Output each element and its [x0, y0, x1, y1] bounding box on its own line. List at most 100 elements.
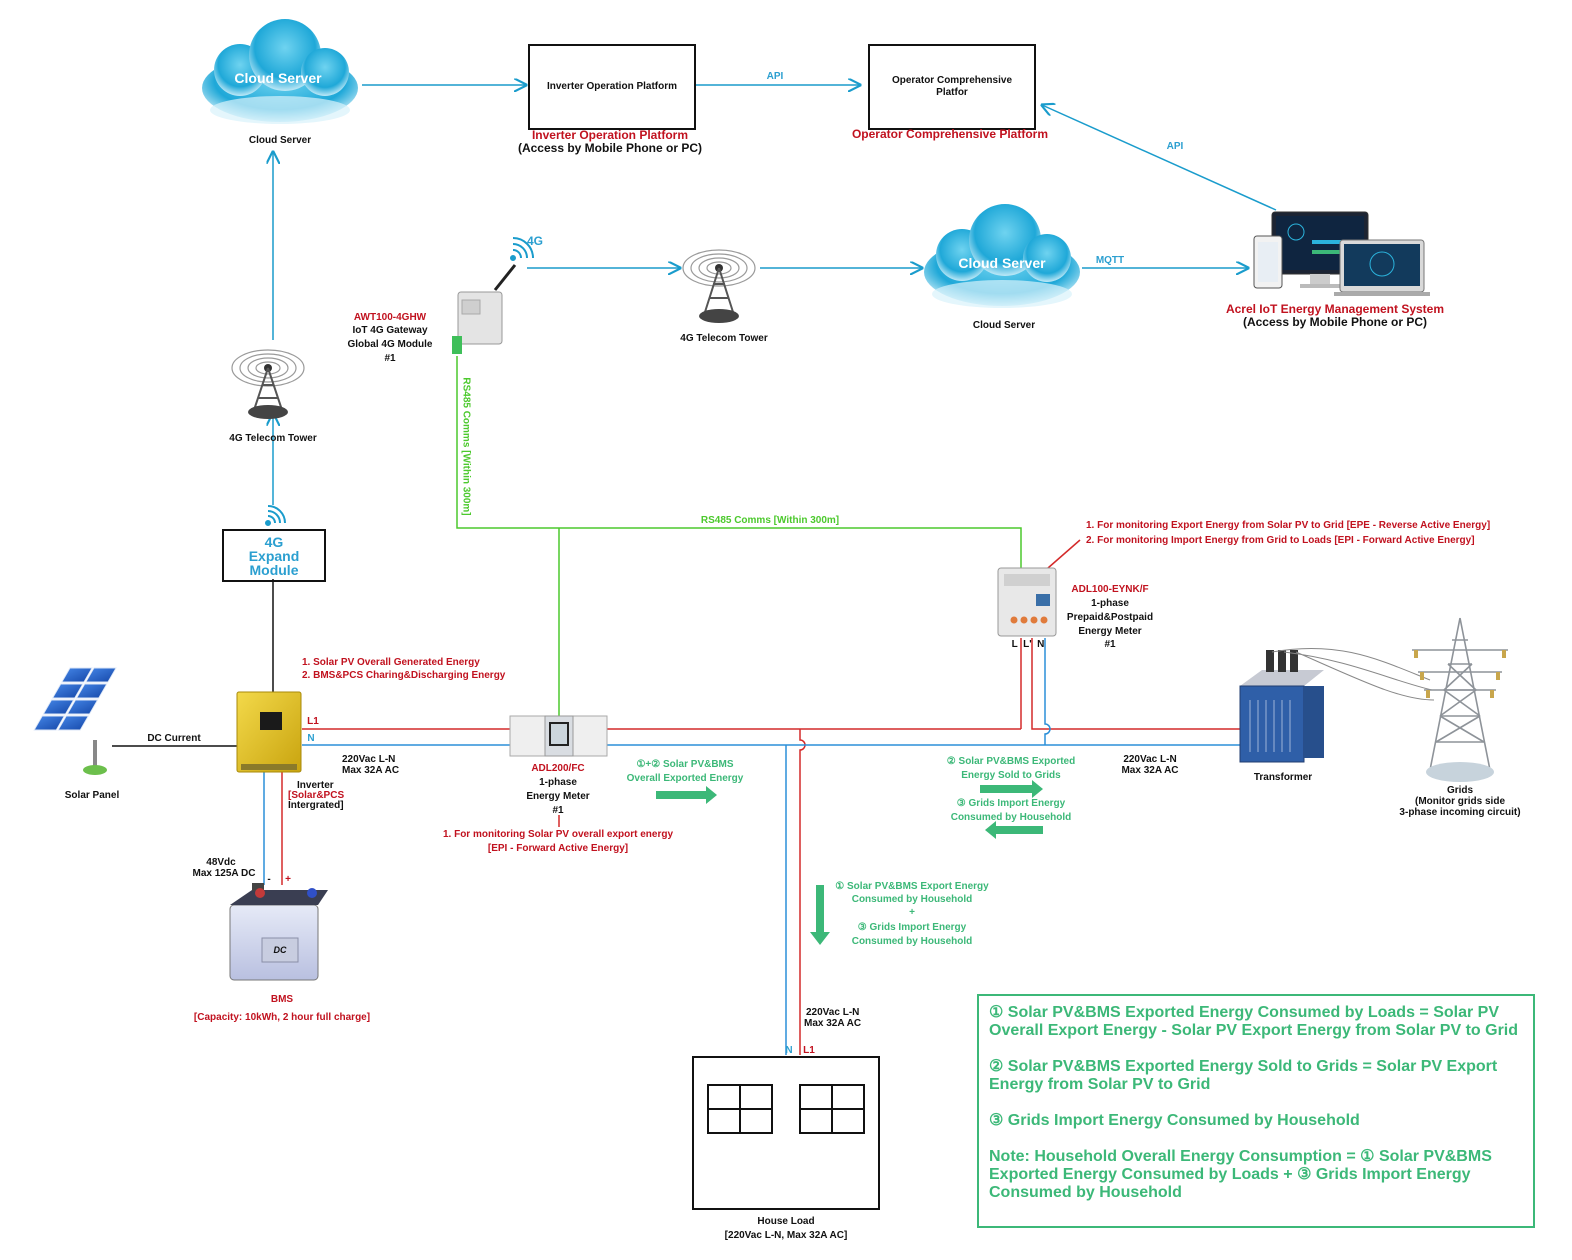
- operator-platform-box: Operator Comprehensive Platfor: [868, 44, 1036, 130]
- gateway-line2: Global 4G Module: [347, 339, 433, 350]
- battery-plus-label: +: [285, 874, 291, 885]
- inverter-platform-box: Inverter Operation Platform: [528, 44, 696, 130]
- house-n-label: N: [785, 1045, 793, 1056]
- ac-left-line1: 220Vac L-N: [342, 754, 396, 765]
- expand-module-line1: 4G: [264, 533, 284, 550]
- expand-module-line3: Module: [249, 561, 299, 578]
- adl100-line3: Energy Meter: [1078, 626, 1142, 637]
- inverter-platform-box-label: Inverter Operation Platform: [546, 81, 678, 92]
- solar-panel-icon: [33, 667, 117, 775]
- formula-p2: ② Solar PV&BMS Exported Energy Sold to G…: [989, 1058, 1498, 1093]
- formula-p1: ① Solar PV&BMS Exported Energy Consumed …: [989, 1004, 1519, 1039]
- adl200-line3: #1: [552, 805, 564, 816]
- telecom-tower-mid-icon: [682, 249, 756, 323]
- formula-p4: Note: Household Overall Energy Consumpti…: [989, 1148, 1492, 1201]
- cloud-server-top-name: Cloud Server: [234, 70, 322, 86]
- house-l1-label: L1: [803, 1045, 815, 1056]
- cloud-server-top-caption: Cloud Server: [248, 135, 312, 146]
- battery-icon: [229, 883, 328, 981]
- flow-arrow-import: [985, 821, 1043, 839]
- operator-platform-title: Operator Comprehensive Platform: [851, 127, 1049, 141]
- inverter-line1: Inverter: [297, 780, 334, 791]
- rs485-horizontal-label: RS485 Comms [Within 300m]: [700, 515, 840, 526]
- adl200-meter-icon: [509, 715, 608, 757]
- gateway-line1: IoT 4G Gateway: [352, 325, 428, 336]
- wifi-gateway-icon: [510, 237, 534, 261]
- grids-line1: Grids: [1446, 785, 1474, 796]
- formula-p3: ③ Grids Import Energy Consumed by Househ…: [989, 1112, 1360, 1129]
- ems-devices-icon: [1253, 211, 1430, 296]
- flow-export-line2: Overall Exported Energy: [626, 773, 744, 784]
- flow-export-line1: ①+② Solar PV&BMS: [636, 759, 734, 770]
- flow-sold-line1: ② Solar PV&BMS Exported: [946, 756, 1076, 767]
- flow-arrow-export: [656, 786, 717, 804]
- cloud-server-top-icon: [202, 19, 358, 124]
- tower-left-label: 4G Telecom Tower: [229, 433, 317, 444]
- api-right-label: API: [1166, 141, 1184, 152]
- adl100-note2: 2. For monitoring Import Energy from Gri…: [1086, 535, 1475, 546]
- flow-import-line1: ③ Grids Import Energy: [956, 798, 1066, 809]
- rs485-wires: [456, 356, 1022, 716]
- operator-platform-box-line2: Platfor: [936, 87, 968, 98]
- inverter-line2: [Solar&PCS: [288, 790, 345, 801]
- inverter-note2: 2. BMS&PCS Charing&Discharging Energy: [302, 670, 506, 681]
- gateway-line3: #1: [384, 353, 396, 364]
- arrow-api-right: [1042, 105, 1277, 211]
- comm-arrows: [273, 85, 1277, 505]
- house-load-line1: House Load: [757, 1216, 815, 1227]
- insulator-icons: [1414, 650, 1506, 698]
- house-load-line2: [220Vac L-N, Max 32A AC]: [724, 1230, 848, 1241]
- flow-household-line2: Consumed by Household: [851, 894, 973, 905]
- flow-household-line3: +: [909, 907, 915, 918]
- transformer-label: Transformer: [1253, 772, 1313, 783]
- bms-title: BMS: [270, 994, 294, 1005]
- bms-subtitle: [Capacity: 10kWh, 2 hour full charge]: [193, 1012, 371, 1023]
- adl100-line4: #1: [1104, 639, 1116, 650]
- battery-dc-line1: 48Vdc: [206, 857, 236, 868]
- dc-current-label: DC Current: [147, 733, 201, 744]
- cloud-server-mid-icon: [924, 204, 1080, 308]
- battery-dc-line2: Max 125A DC: [192, 868, 256, 879]
- adl100-terminals: L L' N: [1011, 639, 1045, 650]
- grids-line2: (Monitor grids side: [1415, 796, 1505, 807]
- adl200-note1: 1. For monitoring Solar PV overall expor…: [442, 829, 674, 840]
- adl200-line2: Energy Meter: [526, 791, 590, 802]
- adl100-line2: Prepaid&Postpaid: [1066, 612, 1154, 623]
- neutral-wires: [263, 638, 1245, 1055]
- cloud-server-mid-caption: Cloud Server: [972, 320, 1036, 331]
- cloud-server-mid-name: Cloud Server: [958, 255, 1046, 271]
- adl200-note2: [EPI - Forward Active Energy]: [487, 843, 629, 854]
- tower-mid-label: 4G Telecom Tower: [680, 333, 768, 344]
- inverter-platform-title: Inverter Operation Platform: [531, 128, 689, 142]
- inverter-line3: Intergrated]: [288, 800, 344, 811]
- adl200-line1: 1-phase: [539, 777, 577, 788]
- acrel-subtitle: (Access by Mobile Phone or PC): [1242, 315, 1428, 329]
- ac-right-line1: 220Vac L-N: [1123, 754, 1177, 765]
- ac-house-line1: 220Vac L-N: [806, 1007, 860, 1018]
- flow-arrow-household: [810, 885, 830, 945]
- transformer-icon: [1239, 647, 1435, 763]
- inverter-icon: [236, 691, 302, 773]
- flow-arrow-sold: [980, 780, 1043, 798]
- expand-module-box: 4G Expand Module: [222, 529, 326, 582]
- flow-household-line1: ① Solar PV&BMS Export Energy: [835, 881, 989, 892]
- n-label: N: [307, 733, 315, 744]
- flow-household-line4: ③ Grids Import Energy: [857, 922, 967, 933]
- adl100-line1: 1-phase: [1091, 598, 1129, 609]
- adl100-note1: 1. For monitoring Export Energy from Sol…: [1086, 520, 1491, 531]
- formula-box: ① Solar PV&BMS Exported Energy Consumed …: [977, 994, 1535, 1228]
- expand-module-line2: Expand: [248, 547, 300, 564]
- operator-platform-box-line1: Operator Comprehensive: [891, 75, 1013, 86]
- telecom-tower-left-icon: [231, 349, 305, 419]
- inverter-note1: 1. Solar PV Overall Generated Energy: [302, 657, 480, 668]
- api-top-label: API: [766, 71, 784, 82]
- house-load-icon: [692, 1056, 880, 1210]
- mqtt-label: MQTT: [1095, 255, 1125, 266]
- grid-pylon-icon: [1412, 617, 1508, 782]
- inverter-platform-subtitle: (Access by Mobile Phone or PC): [517, 141, 703, 155]
- grids-line3: 3-phase incoming circuit): [1399, 807, 1521, 818]
- ac-house-line2: Max 32A AC: [804, 1018, 862, 1029]
- battery-minus-label: -: [267, 874, 271, 885]
- wifi-module-icon: [265, 505, 286, 526]
